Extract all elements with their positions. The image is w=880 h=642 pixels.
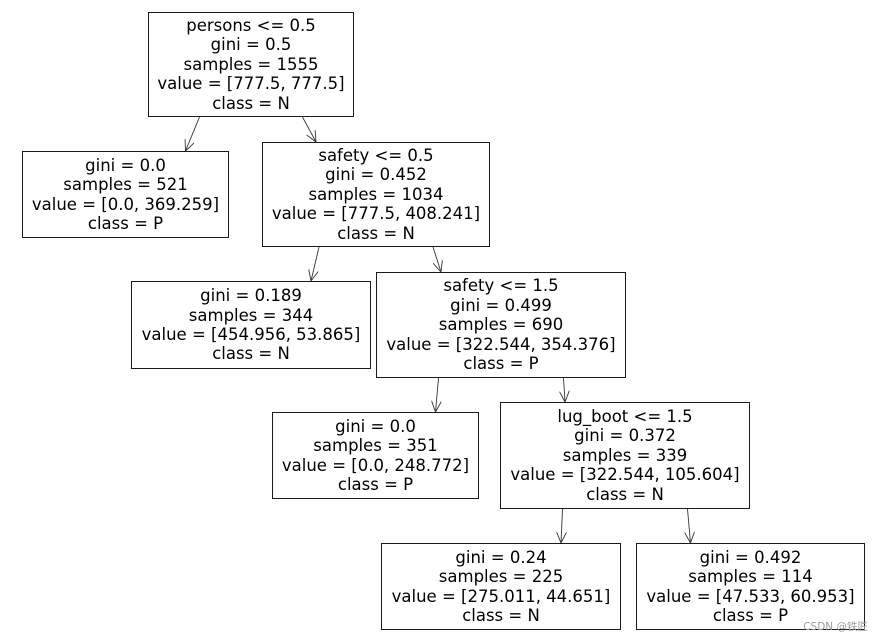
node-text-line: gini = 0.24 bbox=[455, 547, 547, 567]
node-text-line: gini = 0.452 bbox=[325, 165, 427, 185]
node-text-line: value = [0.0, 369.259] bbox=[31, 194, 220, 214]
edge-n4-n5 bbox=[436, 377, 439, 412]
node-text-line: gini = 0.372 bbox=[574, 426, 676, 446]
node-text-line: gini = 0.5 bbox=[210, 35, 292, 55]
edge-n4-n6 bbox=[564, 377, 566, 402]
node-text-line: class = N bbox=[586, 484, 664, 504]
node-text-line: samples = 344 bbox=[188, 305, 314, 325]
node-text-line: value = [322.544, 354.376] bbox=[386, 334, 616, 354]
node-text-line: value = [777.5, 777.5] bbox=[157, 74, 345, 94]
edge-n2-n3 bbox=[311, 246, 320, 281]
node-text-line: value = [275.011, 44.651] bbox=[391, 586, 611, 606]
node-text-line: value = [454.956, 53.865] bbox=[141, 325, 361, 344]
node-text-line: class = P bbox=[463, 354, 539, 374]
node-text-line: class = P bbox=[712, 605, 789, 625]
node-text-line: samples = 114 bbox=[688, 567, 813, 587]
node-text-line: class = N bbox=[212, 344, 290, 364]
node-text-line: gini = 0.499 bbox=[450, 295, 552, 315]
node-text-line: value = [777.5, 408.241] bbox=[271, 204, 481, 224]
edge-n6-n8 bbox=[688, 508, 691, 543]
node-text-line: samples = 351 bbox=[313, 436, 438, 456]
node-text-line: persons <= 0.5 bbox=[186, 15, 316, 35]
node-text-line: samples = 225 bbox=[438, 567, 564, 587]
node-text-line: samples = 1034 bbox=[308, 184, 444, 204]
node-text-line: gini = 0.0 bbox=[335, 416, 416, 436]
node-text-line: samples = 690 bbox=[438, 315, 564, 335]
node-text-line: class = P bbox=[87, 213, 164, 233]
node-text-line: value = [47.533, 60.953] bbox=[646, 586, 855, 606]
node-text-line: gini = 0.492 bbox=[699, 547, 802, 567]
node-text-line: samples = 1555 bbox=[183, 54, 319, 74]
node-text-line: lug_boot <= 1.5 bbox=[557, 406, 693, 426]
edge-n2-n4 bbox=[432, 246, 441, 272]
node-text-line: safety <= 0.5 bbox=[318, 145, 434, 165]
node-text-line: class = N bbox=[462, 605, 540, 625]
edge-root-n2 bbox=[302, 116, 317, 142]
node-text-line: value = [0.0, 248.772] bbox=[281, 455, 470, 475]
node-text-line: gini = 0.0 bbox=[85, 155, 166, 175]
edge-root-n1 bbox=[186, 116, 200, 151]
watermark: CSDN @铁匠 bbox=[803, 621, 868, 633]
edge-n6-n7 bbox=[561, 508, 563, 543]
node-text-line: class = N bbox=[337, 223, 415, 243]
node-text-line: samples = 339 bbox=[562, 445, 688, 465]
node-text-line: samples = 521 bbox=[63, 175, 188, 195]
node-text-line: class = N bbox=[212, 93, 290, 113]
node-text-line: safety <= 1.5 bbox=[443, 276, 559, 296]
node-text-line: gini = 0.189 bbox=[200, 286, 302, 306]
node-text-line: value = [322.544, 105.604] bbox=[510, 465, 740, 485]
node-text-line: class = P bbox=[337, 474, 414, 494]
